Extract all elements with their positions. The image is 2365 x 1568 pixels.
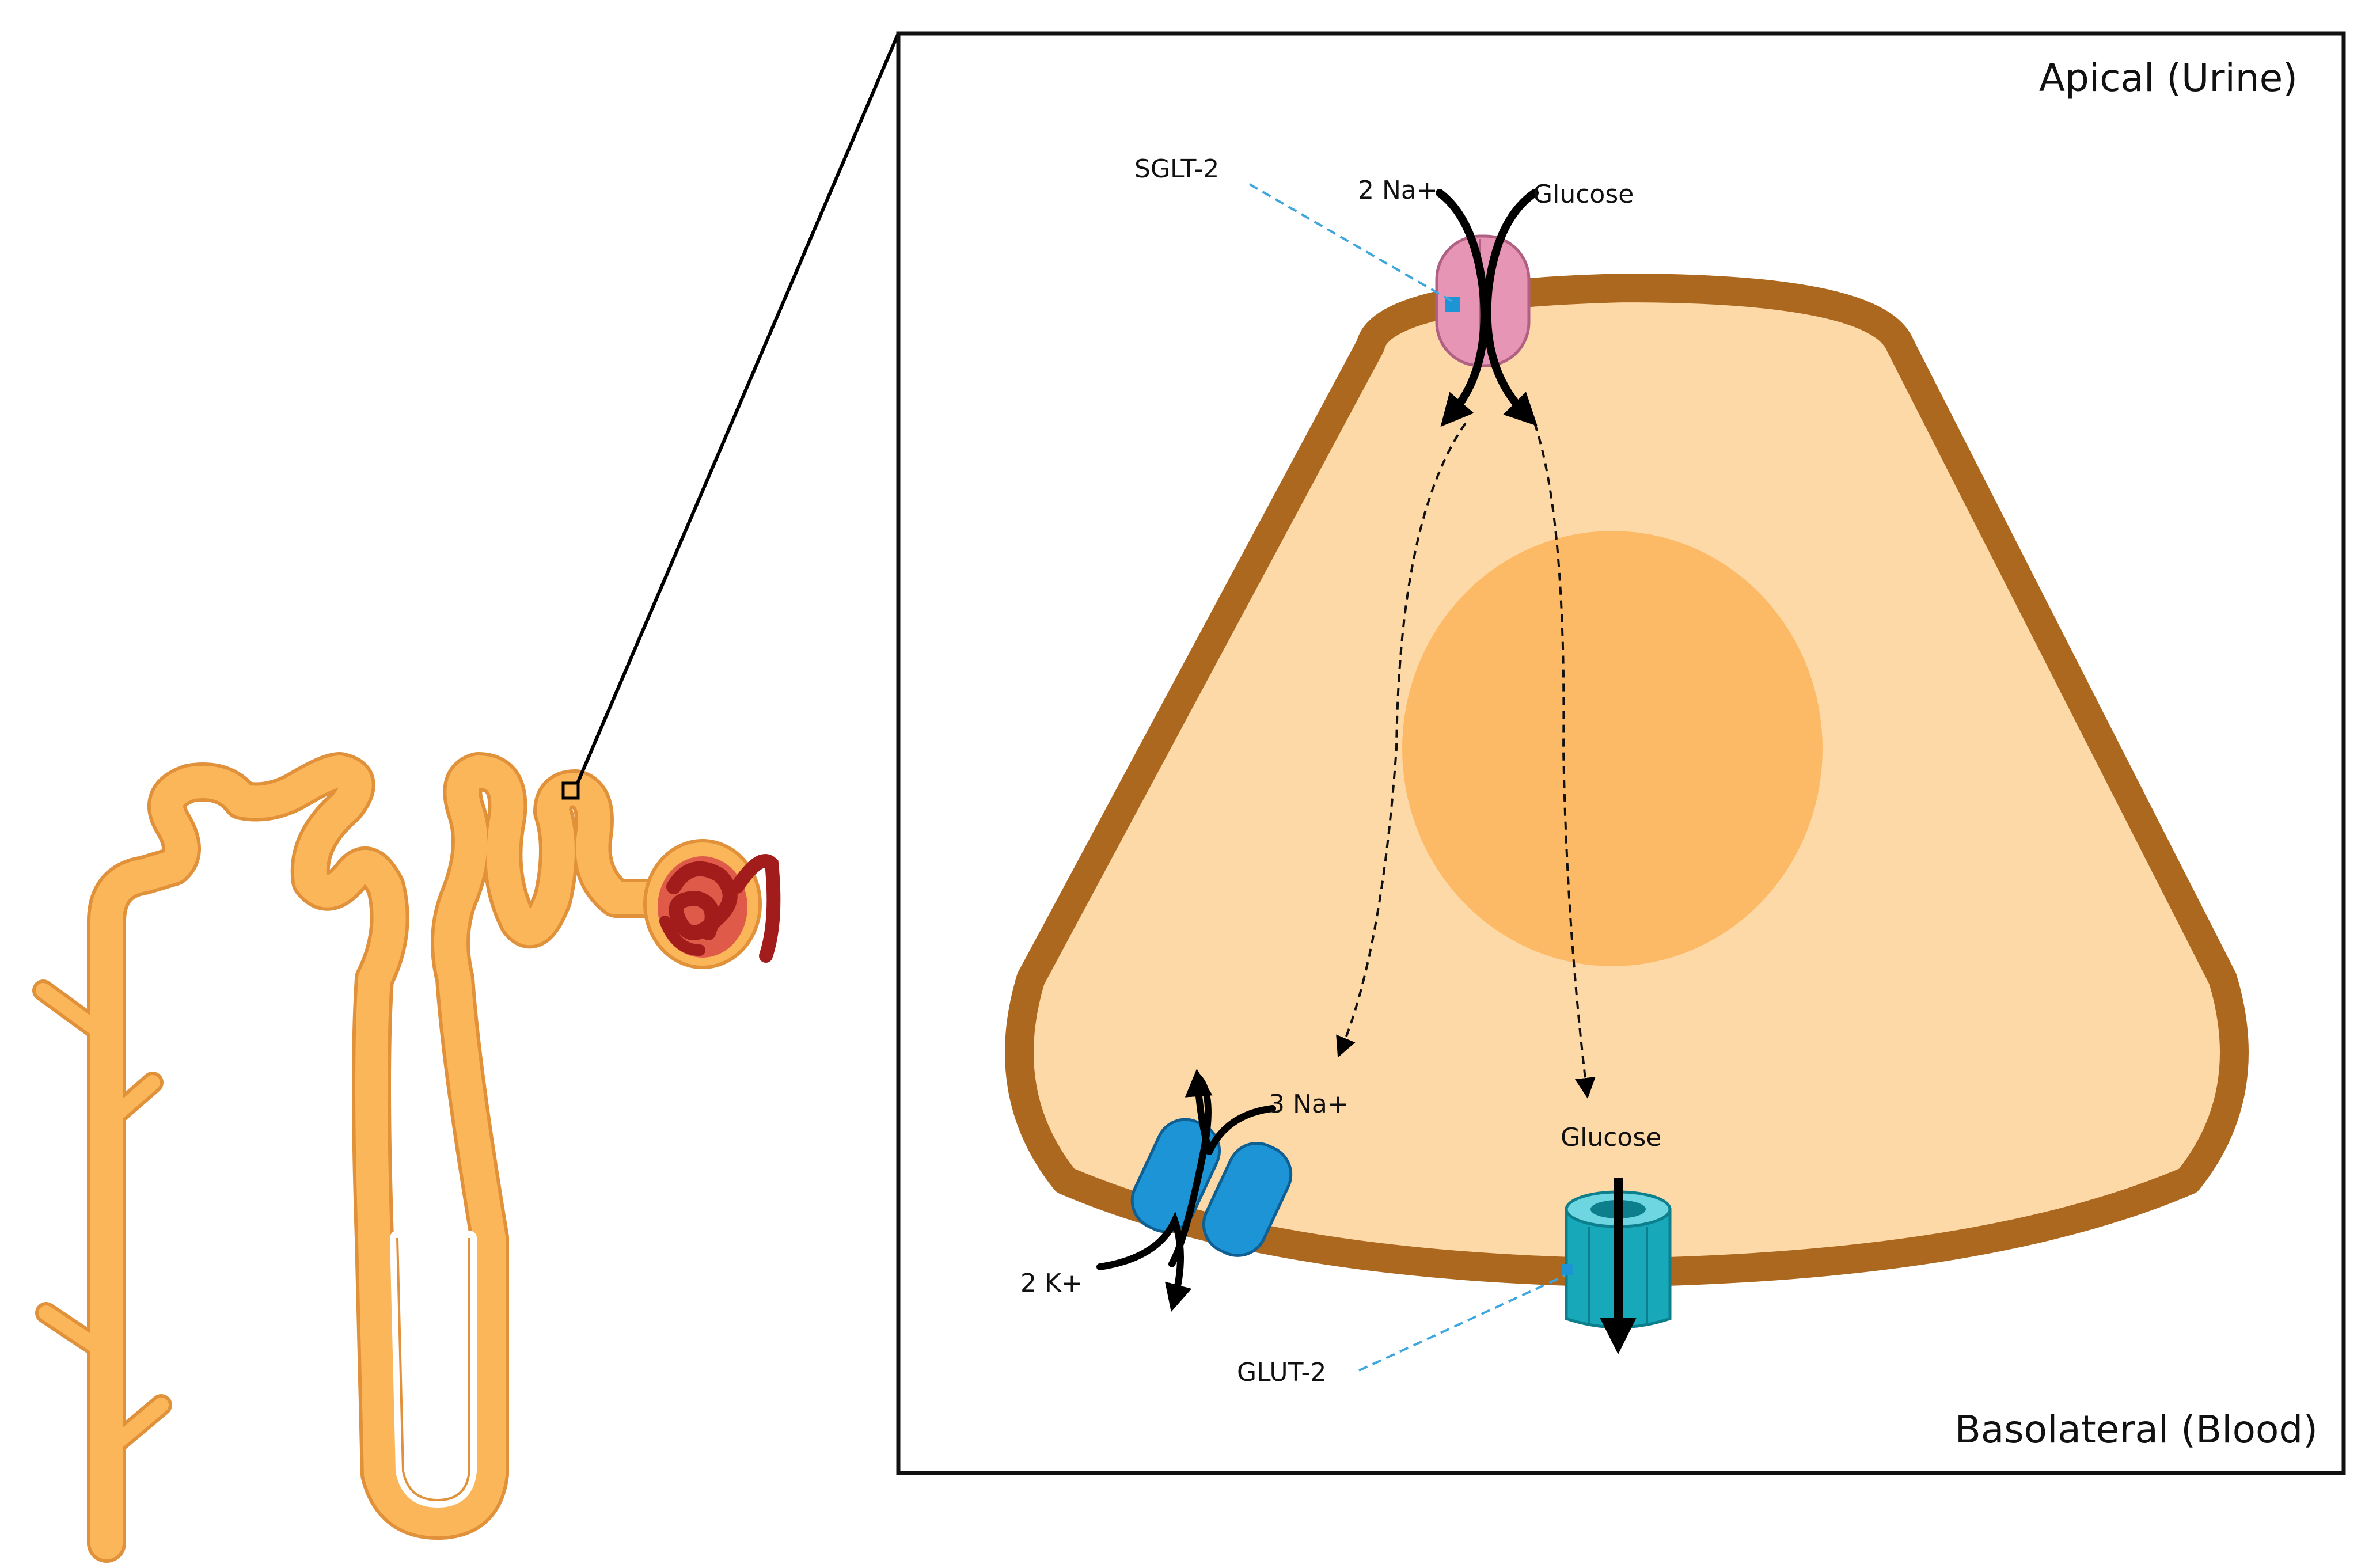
glut2-channel-icon	[1562, 1178, 1672, 1354]
zoom-leader-line	[575, 32, 900, 785]
sglt2-na-label: 2 Na+	[1358, 176, 1438, 205]
sglt2-glucose-label: Glucose	[1533, 180, 1634, 209]
glut2-binding-site	[1562, 1264, 1573, 1275]
na-k-pump-icon	[1130, 1118, 1293, 1257]
glut2-leader	[1358, 1274, 1566, 1372]
pump-k-label: 2 K+	[1020, 1269, 1083, 1298]
nucleus	[1402, 531, 1823, 966]
nephron-illustration	[32, 752, 781, 1563]
sglt2-label: SGLT-2	[1134, 154, 1219, 184]
glut2-glucose-label: Glucose	[1561, 1123, 1661, 1152]
sglt2-transporter-icon	[1435, 189, 1539, 427]
basolateral-label: Basolateral (Blood)	[1955, 1407, 2318, 1452]
zoom-square	[561, 781, 580, 800]
glomerulus	[643, 839, 781, 969]
pump-k-arrow	[1096, 1211, 1192, 1312]
sodium-pathway-arrow	[1336, 422, 1467, 1058]
pump-na-label: 3 Na+	[1269, 1089, 1349, 1119]
glut2-label: GLUT-2	[1237, 1358, 1326, 1387]
sglt2-leader	[1248, 183, 1455, 303]
apical-label: Apical (Urine)	[2039, 56, 2298, 100]
